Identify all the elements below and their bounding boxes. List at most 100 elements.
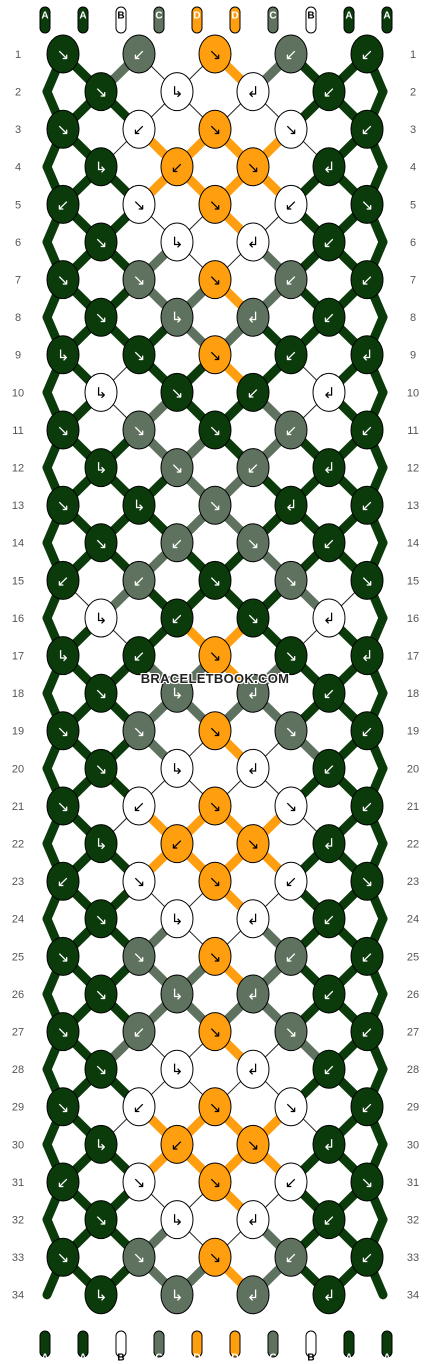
knot	[312, 1275, 346, 1315]
knot-direction-icon: ↳	[171, 760, 184, 778]
knot-direction-icon: ↘	[57, 1098, 70, 1116]
knot	[312, 147, 346, 187]
row-number-left: 32	[12, 1215, 24, 1227]
knot-direction-icon: ↙	[285, 873, 298, 891]
knot	[160, 297, 194, 337]
knot	[312, 72, 346, 112]
knot	[160, 448, 194, 488]
row-number-left: 21	[12, 801, 24, 813]
knot	[312, 748, 346, 788]
knot-direction-icon: ↳	[95, 459, 108, 477]
knot-direction-icon: ↳	[171, 1061, 184, 1079]
knot	[198, 861, 232, 901]
knot	[84, 974, 118, 1014]
knot	[122, 1087, 156, 1127]
knot-direction-icon: ↙	[57, 196, 70, 214]
knot-direction-icon: ↙	[133, 1023, 146, 1041]
knot	[160, 523, 194, 563]
knot	[46, 410, 80, 450]
knot	[160, 1124, 194, 1164]
knot-direction-icon: ↘	[285, 1023, 298, 1041]
row-number-left: 29	[12, 1102, 24, 1114]
knot	[236, 824, 270, 864]
string-label: C	[269, 1353, 276, 1364]
row-number-right: 32	[407, 1215, 419, 1227]
knot	[350, 1237, 384, 1277]
string-label: D	[231, 1353, 238, 1364]
knot-direction-icon: ↙	[361, 722, 374, 740]
knot-direction-icon: ↙	[323, 1211, 336, 1229]
knot-direction-icon: ↲	[361, 647, 374, 665]
knot-direction-icon: ↲	[323, 1136, 336, 1154]
knot-direction-icon: ↘	[95, 1211, 108, 1229]
row-number-right: 30	[407, 1139, 419, 1151]
knot	[312, 974, 346, 1014]
knot	[350, 1012, 384, 1052]
knot-direction-icon: ↘	[209, 46, 222, 64]
knot-direction-icon: ↘	[209, 1098, 222, 1116]
knot-direction-icon: ↘	[209, 196, 222, 214]
knot-direction-icon: ↲	[247, 986, 260, 1004]
knot-direction-icon: ↳	[171, 986, 184, 1004]
knot	[350, 184, 384, 224]
knot-direction-icon: ↙	[285, 1174, 298, 1192]
knot	[350, 260, 384, 300]
knot-direction-icon: ↲	[323, 158, 336, 176]
knot-direction-icon: ↳	[95, 610, 108, 628]
knot-direction-icon: ↳	[57, 346, 70, 364]
knot	[236, 72, 270, 112]
knot	[236, 523, 270, 563]
knot	[160, 372, 194, 412]
knot-direction-icon: ↘	[247, 1136, 260, 1154]
row-number-right: 18	[407, 688, 419, 700]
knot-direction-icon: ↘	[95, 534, 108, 552]
row-number-right: 6	[410, 237, 416, 249]
knot-direction-icon: ↙	[361, 497, 374, 515]
knot-direction-icon: ↘	[209, 798, 222, 816]
knot-direction-icon: ↘	[133, 346, 146, 364]
knot-direction-icon: ↙	[361, 271, 374, 289]
knot	[236, 1200, 270, 1240]
knot	[122, 711, 156, 751]
knot-direction-icon: ↘	[133, 873, 146, 891]
knot-direction-icon: ↘	[171, 459, 184, 477]
row-number-left: 17	[12, 651, 24, 663]
knot	[46, 1162, 80, 1202]
knot	[84, 372, 118, 412]
knot	[350, 636, 384, 676]
row-number-left: 30	[12, 1139, 24, 1151]
knot	[274, 485, 308, 525]
row-number-right: 10	[407, 387, 419, 399]
knot	[350, 786, 384, 826]
knot-direction-icon: ↘	[285, 1098, 298, 1116]
string-label: B	[117, 11, 124, 22]
knot	[350, 1087, 384, 1127]
row-number-left: 4	[15, 162, 21, 174]
knot	[160, 673, 194, 713]
knot-direction-icon: ↲	[247, 309, 260, 327]
knot-direction-icon: ↙	[361, 1249, 374, 1267]
knot	[312, 1200, 346, 1240]
knot-direction-icon: ↘	[133, 422, 146, 440]
knot	[84, 448, 118, 488]
knot	[46, 184, 80, 224]
knot	[236, 372, 270, 412]
knot-direction-icon: ↙	[247, 459, 260, 477]
knot	[312, 899, 346, 939]
knot-direction-icon: ↙	[361, 422, 374, 440]
knot	[46, 1012, 80, 1052]
knot	[198, 335, 232, 375]
row-number-left: 22	[12, 839, 24, 851]
row-number-right: 8	[410, 312, 416, 324]
knot	[46, 1087, 80, 1127]
knot	[274, 786, 308, 826]
row-number-left: 12	[12, 463, 24, 475]
row-number-right: 20	[407, 763, 419, 775]
knot-direction-icon: ↘	[361, 1174, 374, 1192]
knot-direction-icon: ↘	[209, 647, 222, 665]
knot	[46, 636, 80, 676]
knot-direction-icon: ↘	[95, 1061, 108, 1079]
knot	[350, 560, 384, 600]
knot	[236, 297, 270, 337]
knot-direction-icon: ↘	[57, 271, 70, 289]
